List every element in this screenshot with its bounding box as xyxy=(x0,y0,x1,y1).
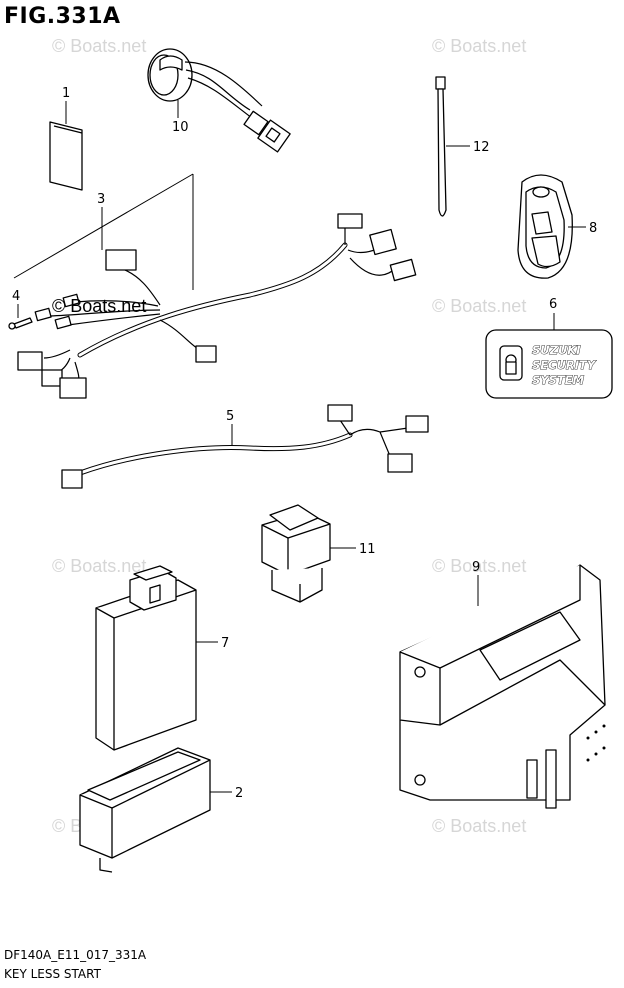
callout-7: 7 xyxy=(221,636,229,651)
part-3-main-harness[interactable] xyxy=(17,213,417,399)
callout-4: 4 xyxy=(12,289,20,304)
callout-12: 12 xyxy=(473,140,490,155)
part-2-case[interactable] xyxy=(79,747,211,873)
watermark: © Boats.net xyxy=(432,816,526,836)
decal-line-2: SECURITY xyxy=(532,358,597,372)
watermark: © Boats.net xyxy=(432,36,526,56)
part-11-relay[interactable] xyxy=(261,504,331,603)
callout-5: 5 xyxy=(226,409,234,424)
watermark: © Boats.net xyxy=(432,296,526,316)
part-9-bracket[interactable] xyxy=(399,564,606,809)
watermark: © Boats.net xyxy=(52,556,146,576)
decal-line-3: SYSTEM xyxy=(532,373,585,387)
figure-title: FIG.331A xyxy=(4,4,121,29)
model-code: DF140A_E11_017_331A xyxy=(4,948,147,962)
part-6-security-decal[interactable]: SUZUKI SECURITY SYSTEM xyxy=(485,329,613,399)
part-10-buzzer-harness[interactable] xyxy=(147,48,291,153)
part-7-control-module[interactable] xyxy=(95,565,197,751)
callout-6: 6 xyxy=(549,297,557,312)
decal-line-1: SUZUKI xyxy=(532,343,581,357)
watermark: © Boats.net xyxy=(52,296,146,316)
part-8-key-fob[interactable] xyxy=(517,174,573,279)
part-1-card[interactable] xyxy=(49,121,83,191)
callout-10: 10 xyxy=(172,120,189,135)
section-name: KEY LESS START xyxy=(4,967,101,981)
part-5-harness[interactable] xyxy=(61,404,429,489)
watermark: © Boats.net xyxy=(52,36,146,56)
callout-8: 8 xyxy=(589,221,597,236)
callout-2: 2 xyxy=(235,786,243,801)
callout-11: 11 xyxy=(359,542,376,557)
watermark: © Boats.net xyxy=(432,556,526,576)
callout-9: 9 xyxy=(472,560,480,575)
callout-3: 3 xyxy=(97,192,105,207)
part-4-terminal[interactable] xyxy=(8,317,33,330)
callout-1: 1 xyxy=(62,86,70,101)
part-12-cable-tie[interactable] xyxy=(435,76,447,217)
